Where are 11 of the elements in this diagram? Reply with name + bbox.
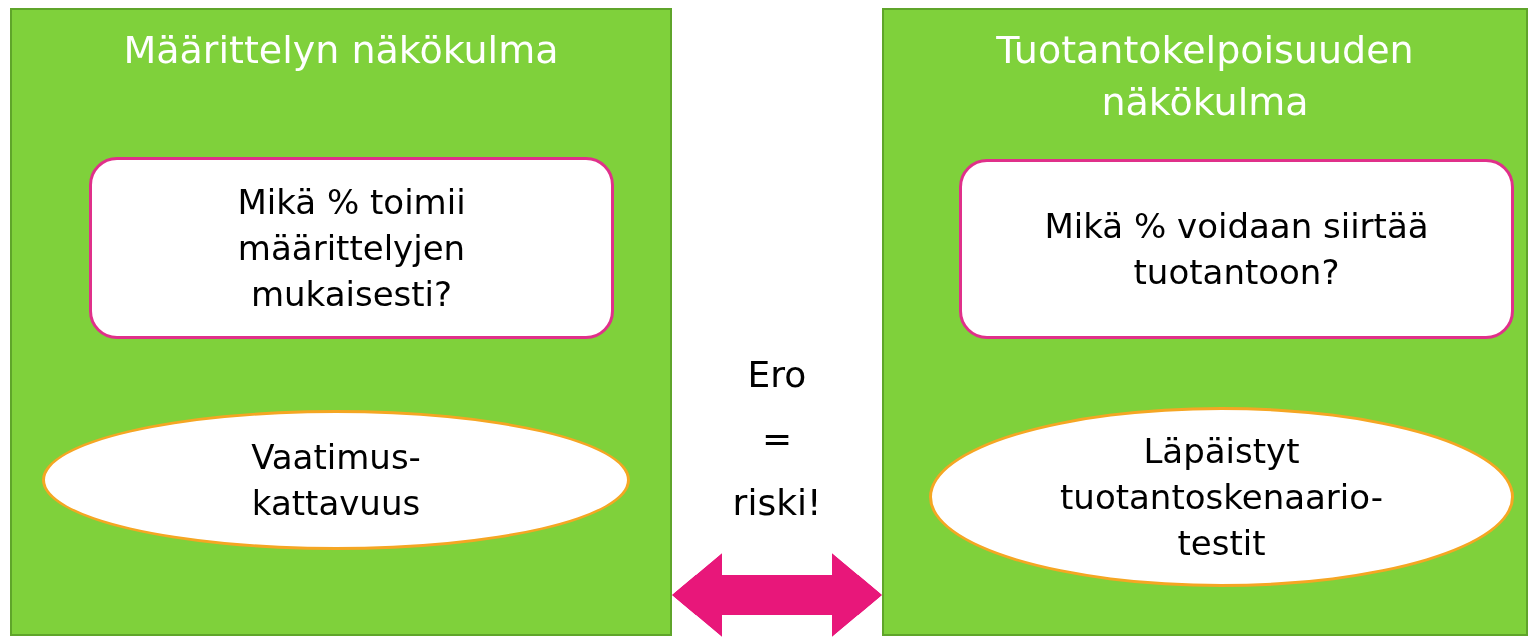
question-text: Mikä % voidaan siirtää tuotantoon? [1043, 205, 1430, 294]
perspective-panel [10, 8, 672, 636]
question-box [89, 157, 614, 339]
panel-title: Määrittelyn näkökulma [122, 27, 560, 74]
metric-text: Läpäistyt tuotantoskenaario-testit [1059, 430, 1384, 565]
question-text: Mikä % toimii määrittelyjen mukaisesti? [236, 181, 467, 316]
perspective-panel [882, 8, 1528, 636]
question-box [959, 159, 1514, 339]
panel-title: Tuotantokelpoisuuden näkökulma [995, 27, 1415, 126]
double-arrow [672, 553, 882, 637]
metric-text: Vaatimus-kattavuus [250, 436, 422, 525]
